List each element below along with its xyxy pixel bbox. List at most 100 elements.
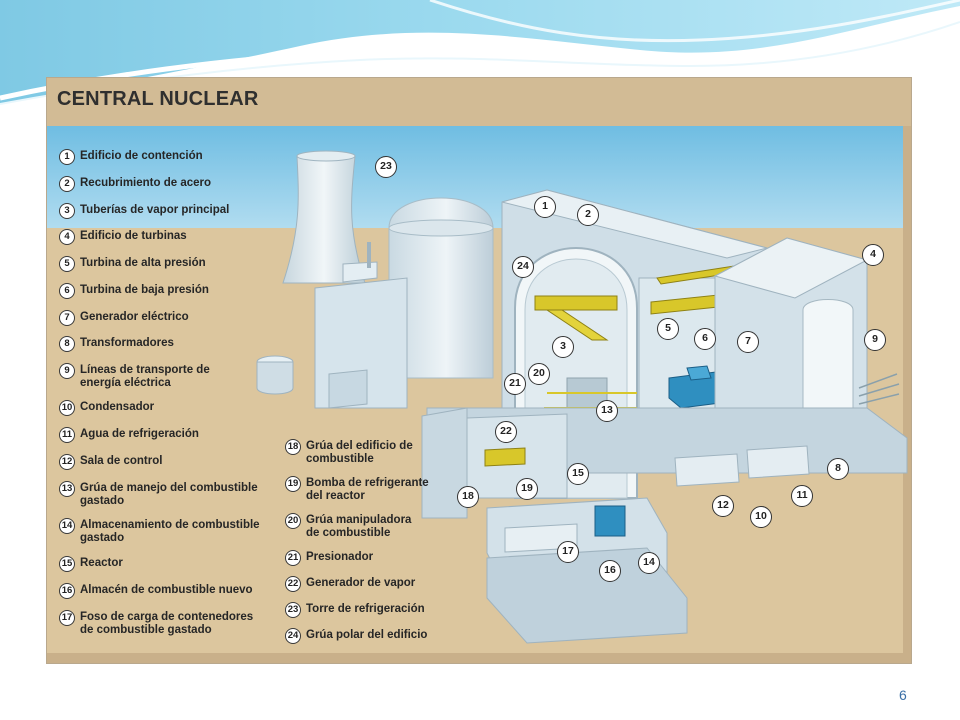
legend-item: 20 Grúa manipuladora de combustible	[285, 513, 415, 540]
legend-number: 8	[59, 336, 75, 352]
legend-label: Foso de carga de contenedores de combust…	[80, 611, 254, 636]
callout-16: 16	[599, 560, 621, 582]
legend-number: 13	[59, 481, 75, 497]
legend-label: Grúa de manejo del combustible gastado	[80, 482, 258, 507]
legend-number: 16	[59, 583, 75, 599]
nuclear-plant-figure: CENTRAL NUCLEAR 1 Edificio de contención …	[46, 77, 912, 664]
legend-label: Generador de vapor	[306, 577, 416, 589]
legend-number: 6	[59, 283, 75, 299]
legend-item: 23 Torre de refrigeración	[285, 602, 505, 618]
power-lines	[858, 373, 900, 405]
legend-number: 15	[59, 556, 75, 572]
callout-9: 9	[864, 329, 886, 351]
callout-15: 15	[567, 463, 589, 485]
callout-11: 11	[791, 485, 813, 507]
legend-item: 13 Grúa de manejo del combustible gastado	[59, 481, 264, 508]
legend-label: Turbina de alta presión	[80, 257, 206, 269]
callout-20: 20	[528, 363, 550, 385]
legend-number: 10	[59, 400, 75, 416]
legend-label: Tuberías de vapor principal	[80, 204, 230, 216]
legend-number: 1	[59, 149, 75, 165]
right-frame	[903, 126, 911, 663]
legend-label: Almacén de combustible nuevo	[80, 584, 253, 596]
title-band	[47, 78, 911, 126]
legend-item: 2 Recubrimiento de acero	[59, 176, 279, 192]
legend-label: Condensador	[80, 401, 155, 413]
legend-label: Reactor	[80, 557, 123, 569]
legend-item: 10 Condensador	[59, 400, 279, 416]
fuel-building	[421, 407, 468, 519]
polar-crane	[534, 295, 618, 311]
legend-number: 9	[59, 363, 75, 379]
callout-14: 14	[638, 552, 660, 574]
callout-18: 18	[457, 486, 479, 508]
callout-21: 21	[504, 373, 526, 395]
legend-item: 11 Agua de refrigeración	[59, 427, 279, 443]
legend-number: 17	[59, 610, 75, 626]
legend-number: 21	[285, 550, 301, 566]
slide-number: 6	[899, 687, 907, 703]
legend-label: Presionador	[306, 551, 374, 563]
legend-item: 1 Edificio de contención	[59, 149, 279, 165]
callout-19: 19	[516, 478, 538, 500]
legend-label: Grúa del edificio de combustible	[306, 440, 413, 465]
callout-17: 17	[557, 541, 579, 563]
legend-left: 1 Edificio de contención 2 Recubrimiento d…	[59, 149, 279, 650]
callout-6: 6	[694, 328, 716, 350]
legend-item: 7 Generador eléctrico	[59, 310, 279, 326]
legend-number: 11	[59, 427, 75, 443]
legend-number: 23	[285, 602, 301, 618]
legend-label: Líneas de transporte de energía eléctric…	[80, 364, 210, 389]
legend-label: Edificio de contención	[80, 150, 203, 162]
legend-number: 4	[59, 229, 75, 245]
legend-label: Recubrimiento de acero	[80, 177, 212, 189]
legend-number: 20	[285, 513, 301, 529]
callout-2: 2	[577, 204, 599, 226]
callout-5: 5	[657, 318, 679, 340]
legend-label: Turbina de baja presión	[80, 284, 209, 296]
callout-24: 24	[512, 256, 534, 278]
legend-label: Edificio de turbinas	[80, 230, 187, 242]
legend-number: 7	[59, 310, 75, 326]
legend-number: 22	[285, 576, 301, 592]
legend-label: Agua de refrigeración	[80, 428, 199, 440]
callout-10: 10	[750, 506, 772, 528]
callout-23: 23	[375, 156, 397, 178]
legend-label: Sala de control	[80, 455, 163, 467]
legend-item: 16 Almacén de combustible nuevo	[59, 583, 279, 599]
legend-label: Grúa manipuladora de combustible	[306, 514, 412, 539]
legend-item: 12 Sala de control	[59, 454, 279, 470]
legend-label: Grúa polar del edificio	[306, 629, 428, 641]
legend-item: 9 Líneas de transporte de energía eléctri…	[59, 363, 219, 390]
bottom-frame	[47, 653, 911, 663]
base-block	[486, 547, 688, 644]
legend-number: 24	[285, 628, 301, 644]
legend-number: 12	[59, 454, 75, 470]
legend-item: 15 Reactor	[59, 556, 279, 572]
legend-number: 2	[59, 176, 75, 192]
legend-label: Transformadores	[80, 337, 174, 349]
legend-item: 17 Foso de carga de contenedores de combu…	[59, 610, 264, 637]
callout-3: 3	[552, 336, 574, 358]
small-tank	[256, 361, 294, 395]
callout-4: 4	[862, 244, 884, 266]
legend-item: 8 Transformadores	[59, 336, 279, 352]
legend-item: 21 Presionador	[285, 550, 505, 566]
callout-7: 7	[737, 331, 759, 353]
figure-title: CENTRAL NUCLEAR	[57, 88, 259, 110]
callout-13: 13	[596, 400, 618, 422]
callout-12: 12	[712, 495, 734, 517]
legend-label: Generador eléctrico	[80, 311, 189, 323]
legend-label: Torre de refrigeración	[306, 603, 425, 615]
legend-item: 24 Grúa polar del edificio	[285, 628, 505, 644]
legend-item: 5 Turbina de alta presión	[59, 256, 279, 272]
control-room	[674, 453, 740, 487]
legend-number: 5	[59, 256, 75, 272]
legend-label: Bomba de refrigerante del reactor	[306, 477, 429, 502]
legend-item: 22 Generador de vapor	[285, 576, 505, 592]
